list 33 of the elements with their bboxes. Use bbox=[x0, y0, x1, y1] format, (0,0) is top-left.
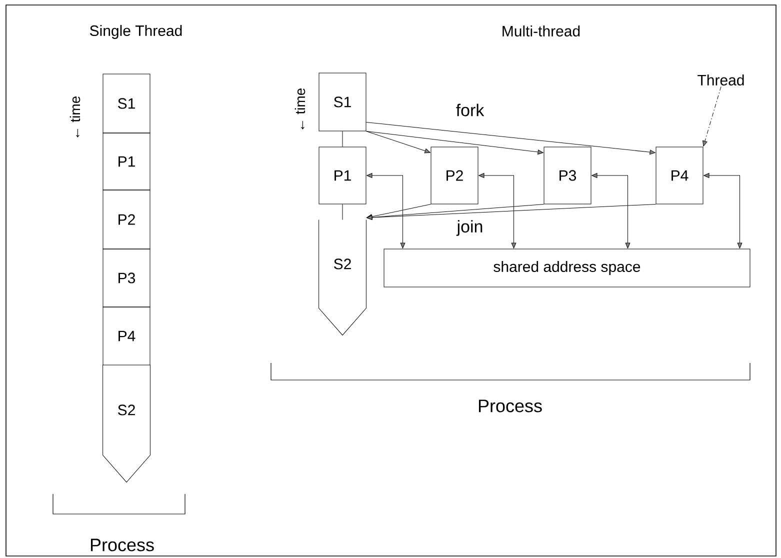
callout-text: Thread bbox=[698, 74, 744, 86]
process-box: P4 bbox=[656, 146, 704, 204]
bracket-label: Process bbox=[90, 538, 154, 552]
connector-line bbox=[342, 131, 343, 147]
process-box: P1 bbox=[318, 146, 366, 204]
heading: Single Thread bbox=[90, 25, 182, 39]
axis-label: ← time bbox=[294, 88, 306, 130]
process-box: P2 bbox=[102, 190, 150, 250]
arrow bbox=[704, 173, 742, 248]
process-box: P3 bbox=[544, 146, 592, 204]
arrow bbox=[592, 173, 630, 248]
arrow bbox=[366, 173, 406, 248]
annotation: join bbox=[456, 220, 482, 236]
arrow bbox=[366, 122, 656, 155]
heading: Multi-thread bbox=[502, 26, 580, 36]
arrow bbox=[478, 173, 516, 248]
process-box: S1 bbox=[102, 74, 150, 134]
arrow bbox=[366, 131, 544, 154]
process-box: P4 bbox=[102, 306, 150, 366]
pointed-box: S2 bbox=[318, 220, 366, 336]
axis-label: ← time bbox=[70, 96, 80, 138]
process-box: P1 bbox=[102, 132, 150, 190]
arrow bbox=[366, 204, 656, 220]
memory-box: shared address space bbox=[384, 248, 750, 288]
connector-line bbox=[342, 204, 343, 220]
process-box: P3 bbox=[102, 248, 150, 308]
bracket-label: Process bbox=[478, 400, 542, 412]
arrow bbox=[366, 131, 430, 154]
leader-line bbox=[702, 86, 722, 146]
pointed-box: S2 bbox=[102, 364, 150, 482]
process-box: S1 bbox=[318, 72, 366, 132]
process-box: P2 bbox=[430, 146, 478, 204]
annotation: fork bbox=[456, 104, 484, 116]
